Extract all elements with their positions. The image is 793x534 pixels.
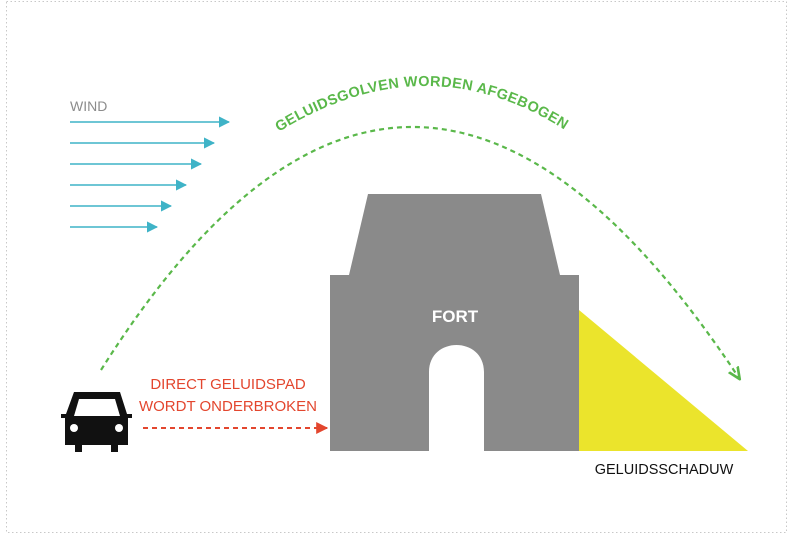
fort-label: FORT xyxy=(432,307,479,326)
car-icon xyxy=(61,392,132,452)
wind-arrows xyxy=(70,116,231,233)
frame-border xyxy=(6,1,787,533)
fort-building xyxy=(330,194,579,451)
arc-label: GELUIDSGOLVEN WORDEN AFGEBOGEN xyxy=(273,74,571,135)
sound-wave-arc xyxy=(100,125,739,378)
direct-path-label-line1: DIRECT GELUIDSPAD xyxy=(150,376,305,393)
arc-label-text: GELUIDSGOLVEN WORDEN AFGEBOGEN xyxy=(273,74,571,135)
sound-shadow-area xyxy=(579,310,748,451)
direct-path-label-line2: WORDT ONDERBROKEN xyxy=(139,398,317,415)
wind-label: WIND xyxy=(70,98,107,114)
sound-shadow-label: GELUIDSSCHADUW xyxy=(595,462,734,478)
